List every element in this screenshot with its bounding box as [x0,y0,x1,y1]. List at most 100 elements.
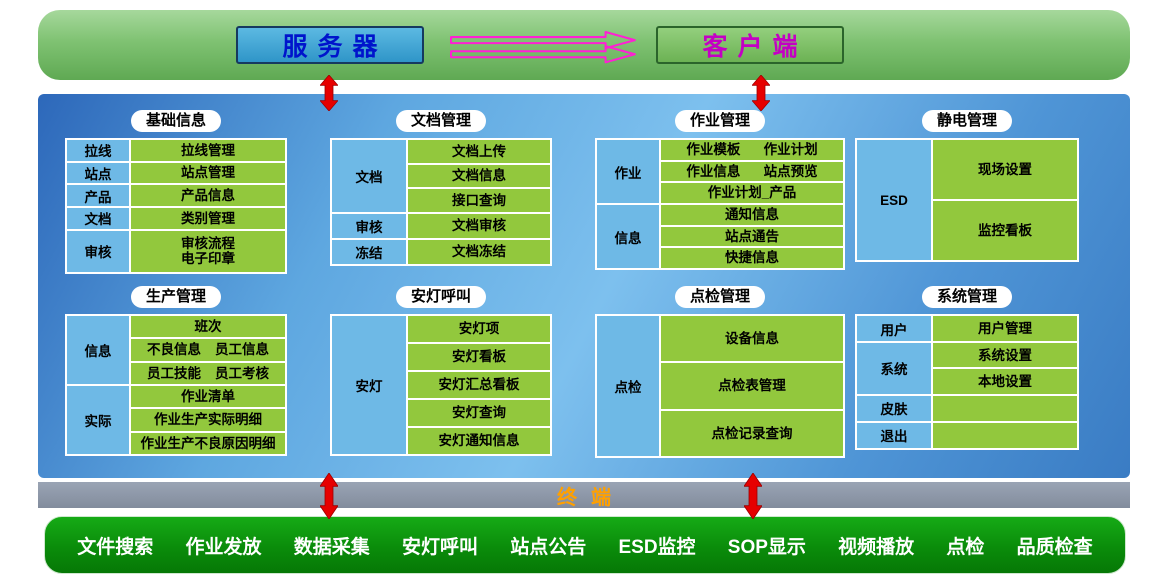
feature-label: 用户管理 [978,320,1032,336]
group-label-cell: 冻结 [332,240,406,264]
terminal-app-item: SOP显示 [727,536,806,558]
panel-job-mgmt: 作业管理作业作业模板作业计划作业信息站点预览作业计划_产品信息通知信息站点通告快… [595,110,845,270]
feature-label: 员工信息 [215,342,269,358]
feature-label: 监控看板 [978,222,1032,238]
panel-group: 文档文档上传文档信息接口查询 [332,140,550,213]
feature-cell: 不良信息员工信息 [131,339,285,361]
panel-andon-call: 安灯呼叫安灯安灯项安灯看板安灯汇总看板安灯查询安灯通知信息 [330,286,552,456]
feature-label: 快捷信息 [725,250,779,266]
feature-label: 安灯看板 [452,349,506,365]
feature-label: 设备信息 [725,330,779,346]
feature-cell: 用户管理 [933,316,1077,342]
feature-cell: 通知信息 [661,205,843,225]
feature-label: 文档上传 [452,143,506,159]
feature-cell: 作业模板作业计划 [661,140,843,160]
panel-group: 审核审核流程电子印章 [67,230,285,273]
feature-label: 电子印章 [181,251,235,267]
feature-cell: 监控看板 [933,201,1077,260]
terminal-app-item: 视频播放 [838,536,915,558]
panel-table: 安灯安灯项安灯看板安灯汇总看板安灯查询安灯通知信息 [330,314,552,456]
group-label-cell: 产品 [67,185,129,207]
feature-cell: 安灯通知信息 [408,428,550,454]
panel-group: 作业作业模板作业计划作业信息站点预览作业计划_产品 [597,140,843,204]
feature-label: 类别管理 [181,210,235,226]
panel-document-mgmt: 文档管理文档文档上传文档信息接口查询审核文档审核冻结文档冻结 [330,110,552,266]
feature-cell: 作业计划_产品 [661,183,843,204]
feature-cell: 作业生产不良原因明细 [131,432,285,454]
group-label-cell: 信息 [67,316,129,384]
feature-cell: 文档冻结 [408,240,550,264]
feature-label: 作业生产不良原因明细 [140,435,276,451]
feature-cell: 产品信息 [131,185,285,207]
feature-cell: 接口查询 [408,189,550,213]
server-main-connector-arrow-icon [320,75,338,111]
panel-group: 冻结 文档冻结 [332,240,550,264]
group-label-cell: 站点 [67,162,129,184]
feature-label: 班次 [194,318,222,334]
feature-label: 员工技能 [147,365,201,381]
group-label-cell: 文档 [67,208,129,229]
feature-label: 作业计划 [763,142,818,158]
feature-label: 通知信息 [725,207,779,223]
feature-cell [933,395,1077,421]
feature-cell: 本地设置 [933,369,1077,394]
group-label-cell: 皮肤 [857,395,931,421]
group-label-cell: 信息 [597,205,659,268]
panel-group: 退出 [857,422,1077,449]
feature-cell: 类别管理 [131,208,285,229]
feature-cell: 安灯看板 [408,344,550,370]
panel-group: 系统系统设置本地设置 [857,343,1077,394]
panel-system-mgmt: 系统管理用户用户管理系统系统设置本地设置皮肤退出 [855,286,1079,450]
feature-cell: 班次 [131,316,285,338]
group-label-cell: 用户 [857,316,931,342]
feature-label: 安灯通知信息 [438,433,520,449]
feature-cell: 拉线管理 [131,140,285,161]
terminal-app-item: 安灯呼叫 [401,536,478,558]
server-client-bar: 服务器 客户端 [38,10,1130,80]
panel-basic-info: 基础信息拉线拉线管理站点站点管理产品产品信息文档类别管理审核审核流程电子印章 [65,110,287,274]
group-label-cell: 审核 [332,214,406,238]
feature-label: 站点管理 [181,165,235,181]
feature-label: 安灯查询 [452,405,506,421]
feature-label: 文档冻结 [452,244,506,260]
panel-group: 信息 通知信息站点通告快捷信息 [597,205,843,269]
feature-cell: 站点管理 [131,162,285,184]
panel-group: 审核 文档审核 [332,214,550,238]
feature-cell: 文档上传 [408,140,550,163]
feature-cell: 系统设置 [933,343,1077,368]
panel-title: 生产管理 [130,286,221,308]
terminal-app-item: 数据采集 [293,536,370,558]
feature-cell [933,422,1077,449]
group-label-cell: 系统 [857,343,931,394]
panel-inspection-mgmt: 点检管理点检设备信息点检表管理点检记录查询 [595,286,845,458]
feature-label: 点检表管理 [718,378,786,394]
feature-label: 接口查询 [452,192,506,208]
feature-label: 审核流程 [181,235,235,251]
group-label-cell: 作业 [597,140,659,203]
server-to-client-arrows-icon [448,30,640,64]
feature-label: 文档审核 [452,218,506,234]
feature-label: 本地设置 [978,373,1032,389]
client-box: 客户端 [656,26,844,64]
feature-cell: 安灯汇总看板 [408,372,550,398]
feature-cell: 站点通告 [661,226,843,247]
panel-title: 静电管理 [921,110,1012,132]
feature-cell: 快捷信息 [661,248,843,269]
feature-cell: 作业清单 [131,386,285,408]
group-label-cell: 安灯 [332,316,406,454]
panel-table: 用户 用户管理系统系统设置本地设置皮肤退出 [855,314,1079,450]
feature-label: 作业信息 [686,163,741,179]
group-label-cell: 文档 [332,140,406,212]
feature-label: 拉线管理 [181,142,235,158]
main-terminal-connector-arrow-icon [320,473,338,519]
panel-title: 安灯呼叫 [395,286,486,308]
panel-group: 站点 站点管理 [67,162,285,184]
feature-label: 作业生产实际明细 [154,412,262,428]
terminal-bar: 终端 [38,482,1130,509]
client-main-connector-arrow-icon [752,75,770,111]
panel-group: 信息班次不良信息员工信息员工技能员工考核 [67,316,285,384]
feature-cell: 现场设置 [933,140,1077,199]
panel-group: 皮肤 [857,395,1077,421]
